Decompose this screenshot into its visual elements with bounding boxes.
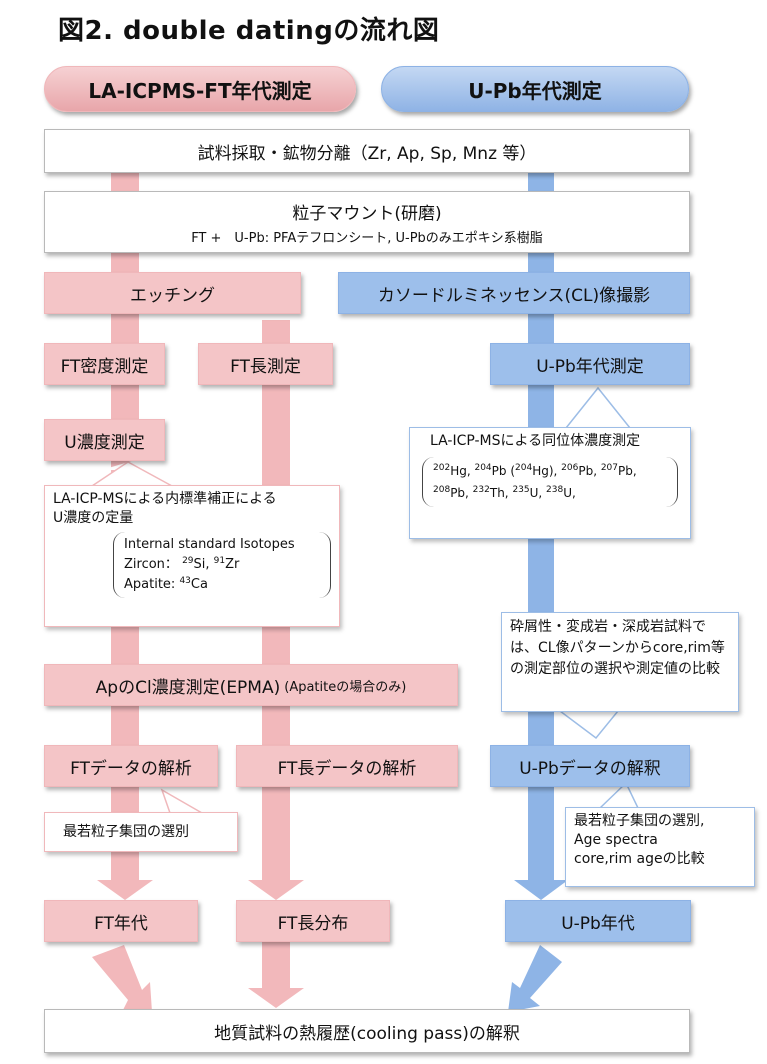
- step-ft-analysis: FTデータの解析: [44, 745, 218, 787]
- callout-detrital-note: 砕屑性・変成岩・深成岩試料では、CL像パターンからcore,rim等の測定部位の…: [501, 612, 739, 712]
- step-ftlength-analysis: FT長データの解析: [236, 745, 458, 787]
- blue-diagonal-arrow: [508, 945, 562, 1012]
- callout-isotope-measurement: LA-ICP-MSによる同位体濃度測定 202Hg, 204Pb (204Hg)…: [409, 427, 691, 539]
- callout-internal-standard: LA-ICP-MSによる内標準補正による U濃度の定量 Internal sta…: [44, 485, 340, 627]
- internal-standard-list: Internal standard Isotopes Zircon： 29Si,…: [113, 532, 331, 598]
- blue-arrowhead: [514, 880, 568, 900]
- step-final-interpretation: 地質試料の熱履歴(cooling pass)の解釈: [44, 1009, 690, 1053]
- step-u-concentration: U濃度測定: [44, 419, 165, 461]
- step-ft-density: FT密度測定: [44, 343, 165, 385]
- step-mount-subtitle: FT + U-Pb: PFAテフロンシート, U-Pbのみエポキシ系樹脂: [191, 230, 543, 246]
- step-mount: 粒子マウント(研磨) FT + U-Pb: PFAテフロンシート, U-Pbのみ…: [44, 191, 690, 253]
- step-sampling: 試料採取・鉱物分離（Zr, Ap, Sp, Mnz 等）: [44, 129, 690, 173]
- step-cl-epma-note: (Apatiteの場合のみ): [284, 679, 407, 695]
- callout-internal-title: LA-ICP-MSによる内標準補正による: [53, 491, 277, 507]
- step-ft-length: FT長測定: [198, 343, 333, 385]
- pink-diagonal-arrow: [92, 945, 152, 1012]
- step-upb-interpretation: U-Pbデータの解釈: [490, 745, 690, 787]
- pink-flow-line-bottom: [262, 935, 290, 990]
- step-cl-imaging: カソードルミネッセンス(CL)像撮影: [338, 272, 690, 314]
- step-cl-epma-label: ApのCl濃度測定(EPMA): [95, 677, 281, 698]
- callout-isotope-title: LA-ICP-MSによる同位体濃度測定: [430, 433, 641, 449]
- page-title: 図2. double datingの流れ図: [58, 16, 440, 46]
- result-ft-length-distribution: FT長分布: [236, 900, 390, 942]
- step-upb-measurement: U-Pb年代測定: [490, 343, 690, 385]
- step-cl-epma: ApのCl濃度測定(EPMA) (Apatiteの場合のみ): [44, 664, 458, 706]
- header-la-icpms-ft: LA-ICPMS-FT年代測定: [44, 66, 356, 112]
- callout-tails: [91, 386, 639, 814]
- step-mount-title: 粒子マウント(研磨): [292, 203, 442, 224]
- result-ft-age: FT年代: [44, 900, 198, 942]
- callout-internal-title-2: U濃度の定量: [53, 510, 134, 526]
- callout-youngest-ft: 最若粒子集団の選別: [44, 812, 238, 852]
- isotope-list: 202Hg, 204Pb (204Hg), 206Pb, 207Pb, 208P…: [422, 457, 678, 507]
- pink-arrowhead-right: [248, 880, 304, 900]
- pink-arrowhead-bottom: [248, 988, 304, 1008]
- callout-youngest-upb: 最若粒子集団の選別, Age spectra core,rim ageの比較: [565, 807, 755, 887]
- pink-arrowhead-left: [97, 880, 153, 900]
- step-etching: エッチング: [44, 272, 301, 314]
- result-upb-age: U-Pb年代: [505, 900, 691, 942]
- header-upb: U-Pb年代測定: [381, 66, 689, 112]
